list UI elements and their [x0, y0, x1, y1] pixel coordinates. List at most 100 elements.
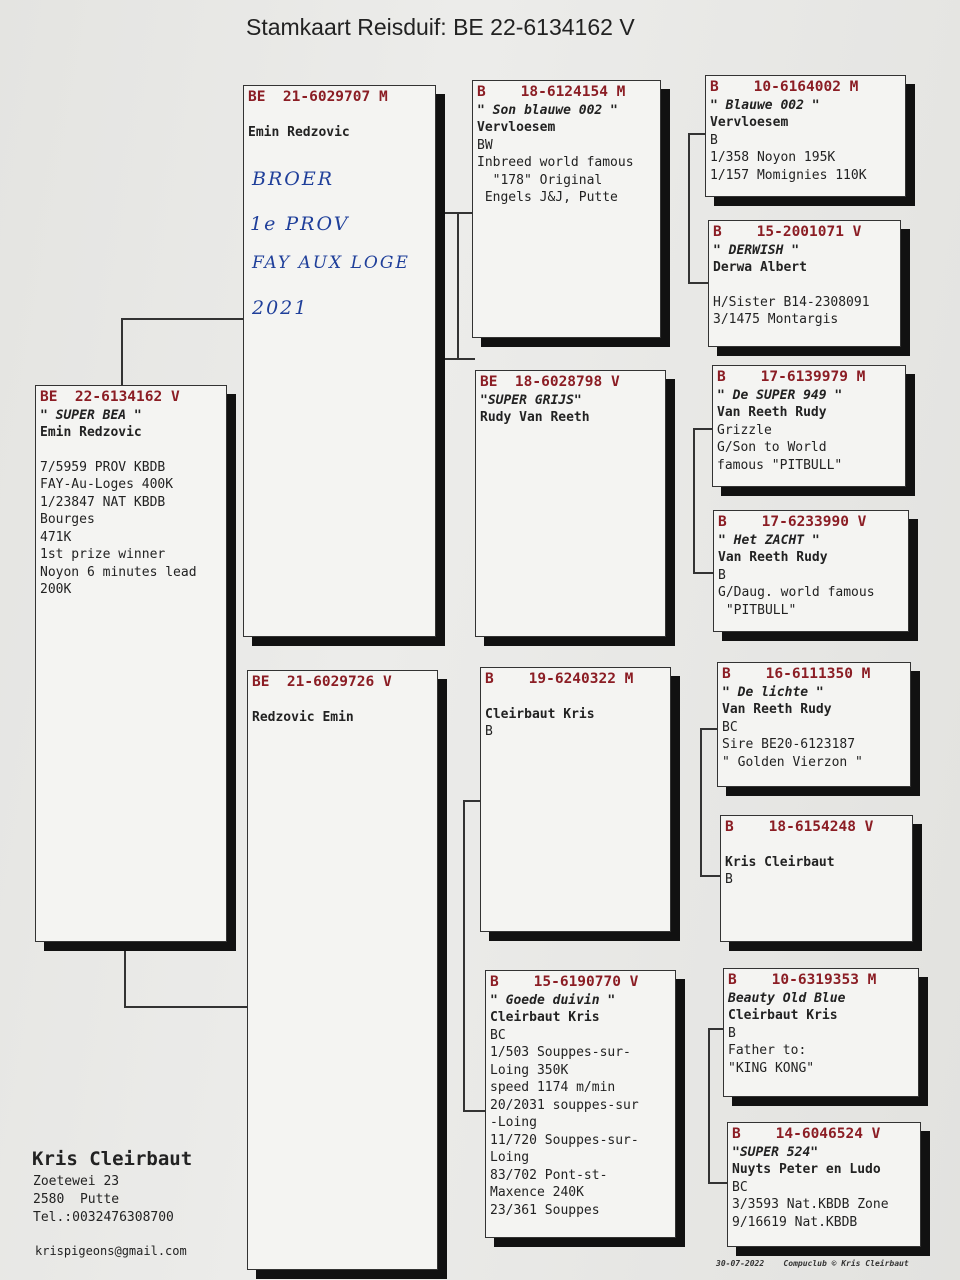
ring-number: B 16-6111350 M	[722, 666, 871, 682]
pigeon-name: Beauty Old Blue	[728, 990, 846, 1006]
pigeon-info-line: 23/361 Souppes	[490, 1202, 600, 1218]
pigeon-info-line: 3/1475 Montargis	[713, 312, 839, 327]
owner-name: Cleirbaut Kris	[728, 1008, 838, 1023]
pigeon-info-line: 3/3593 Nat.KBDB Zone	[732, 1197, 889, 1212]
connector	[445, 212, 472, 214]
connector	[688, 133, 690, 283]
ring-number: BE 21-6029707 M	[248, 89, 388, 105]
pigeon-name: "SUPER 524"	[732, 1144, 819, 1160]
ring-number: B 10-6164002 M	[710, 79, 859, 95]
pigeon-info-line: B	[485, 724, 493, 739]
owner-name: Van Reeth Rudy	[718, 550, 828, 565]
pigeon-card-ggp-4: B 17-6233990 V " Het ZACHT " Van Reeth Rud…	[713, 510, 909, 632]
pigeon-name: " Son blauwe 002 "	[477, 102, 618, 118]
blank-line	[713, 277, 896, 294]
pigeon-info-line: 7/5959 PROV KBDB	[40, 459, 166, 475]
pigeon-info-line: 1st prize winner	[40, 547, 166, 562]
pigeon-info-line: BC	[490, 1027, 506, 1043]
owner-name: Cleirbaut Kris	[490, 1010, 600, 1025]
pigeon-info-line: 9/16619 Nat.KBDB	[732, 1214, 858, 1230]
pigeon-card-paternal-granddam: BE 18-6028798 V"SUPER GRIJS"Rudy Van Ree…	[475, 370, 666, 637]
breeder-email[interactable]: krispigeons@gmail.com	[35, 1244, 187, 1258]
connector	[121, 318, 123, 385]
pigeon-info-line: BW	[477, 137, 493, 153]
pigeon-card-ggp-5: B 16-6111350 M " De lichte " Van Reeth Rud…	[717, 662, 911, 787]
pigeon-info-line: 1/503 Souppes-sur-	[490, 1045, 631, 1060]
connector	[463, 800, 465, 1112]
pigeon-info-line: 83/702 Pont-st-	[490, 1167, 608, 1183]
pigeon-card-ggp-8: B 14-6046524 V"SUPER 524"Nuyts Peter en …	[727, 1122, 921, 1247]
pigeon-name: " Goede duivin "	[490, 992, 616, 1008]
pigeon-card-paternal-grandsire: B 18-6124154 M " Son blauwe 002 " Vervloes…	[472, 80, 661, 338]
pigeon-info-line: 20/2031 souppes-sur	[490, 1097, 639, 1113]
connector	[688, 133, 705, 135]
pigeon-info-line: B	[725, 872, 733, 887]
pigeon-info-line: 1/157 Momignies 110K	[710, 167, 867, 183]
pigeon-info-line: " Golden Vierzon "	[722, 754, 863, 770]
ring-number: B 18-6124154 M	[477, 84, 626, 100]
connector	[700, 875, 720, 877]
pigeon-info-line: BC	[722, 719, 738, 735]
handwritten-note: 2021	[252, 297, 309, 319]
pigeon-info-line: G/Son to World	[717, 440, 827, 455]
connector	[121, 318, 243, 320]
owner-name: Kris Cleirbaut	[725, 854, 835, 870]
connector	[693, 428, 712, 430]
connector	[445, 358, 475, 360]
pigeon-name: " De lichte "	[722, 684, 824, 700]
ring-number: B 17-6139979 M	[717, 369, 866, 385]
pigeon-info-line: 471K	[40, 529, 72, 545]
pigeon-card-main: BE 22-6134162 V " SUPER BEA " Emin Redzovi…	[35, 385, 227, 942]
connector	[457, 212, 459, 360]
pigeon-info-line: Inbreed world famous	[477, 155, 634, 170]
connector	[708, 1028, 710, 1183]
pigeon-info-line: Bourges	[40, 512, 95, 527]
ring-number: BE 22-6134162 V	[40, 389, 180, 405]
owner-name: Van Reeth Rudy	[722, 702, 832, 717]
owner-name: Vervloesem	[477, 120, 556, 135]
owner-name: Vervloesem	[710, 115, 789, 130]
ring-number: B 17-6233990 V	[718, 514, 867, 530]
pigeon-info-line: "KING KONG"	[728, 1060, 815, 1076]
connector	[700, 728, 702, 876]
handwritten-note: BROER	[252, 168, 335, 190]
pigeon-info-line: Grizzle	[717, 422, 772, 438]
blank-line	[725, 837, 908, 854]
pigeon-info-line: Maxence 240K	[490, 1185, 584, 1200]
breeder-phone: Tel.:0032476308700	[33, 1210, 174, 1225]
pigeon-info-line: G/Daug. world famous	[718, 585, 875, 600]
connector	[708, 1028, 723, 1030]
handwritten-note: 1e PROV	[250, 213, 350, 235]
owner-name: Cleirbaut Kris	[485, 706, 595, 722]
ring-number: B 15-2001071 V	[713, 224, 862, 240]
connector	[693, 428, 695, 573]
pigeon-card-dam: BE 21-6029726 V Redzovic Emin	[247, 670, 438, 1270]
pigeon-info-line: BC	[732, 1179, 748, 1195]
pigeon-info-line: B	[710, 132, 718, 148]
ring-number: B 15-6190770 V	[490, 974, 639, 990]
pigeon-name: " DERWISH "	[713, 242, 800, 258]
pigeon-info-line: 11/720 Souppes-sur-	[490, 1132, 639, 1148]
blank-line	[40, 442, 222, 459]
pigeon-name: " SUPER BEA "	[40, 407, 142, 423]
pigeon-name: " De SUPER 949 "	[717, 387, 843, 403]
owner-name: Redzovic Emin	[252, 709, 354, 725]
page-title: Stamkaart Reisduif: BE 22-6134162 V	[246, 14, 635, 40]
pigeon-info-line: Engels J&J, Putte	[477, 190, 618, 205]
print-stamp: 30-07-2022 Compuclub © Kris Cleirbaut	[716, 1259, 909, 1268]
ring-number: BE 21-6029726 V	[252, 674, 392, 690]
pigeon-name: " Blauwe 002 "	[710, 97, 820, 113]
owner-name: Derwa Albert	[713, 260, 807, 275]
pigeon-info-line: 200K	[40, 582, 72, 597]
owner-name: Emin Redzovic	[40, 425, 142, 440]
owner-name: Nuyts Peter en Ludo	[732, 1162, 881, 1177]
ring-number: BE 18-6028798 V	[480, 374, 620, 390]
breeder-name: Kris Cleirbaut	[32, 1148, 193, 1170]
pigeon-info-line: Loing 350K	[490, 1062, 569, 1078]
pigeon-name: " Het ZACHT "	[718, 532, 820, 548]
blank-line	[248, 107, 431, 124]
pigeon-info-line: Father to:	[728, 1043, 807, 1058]
